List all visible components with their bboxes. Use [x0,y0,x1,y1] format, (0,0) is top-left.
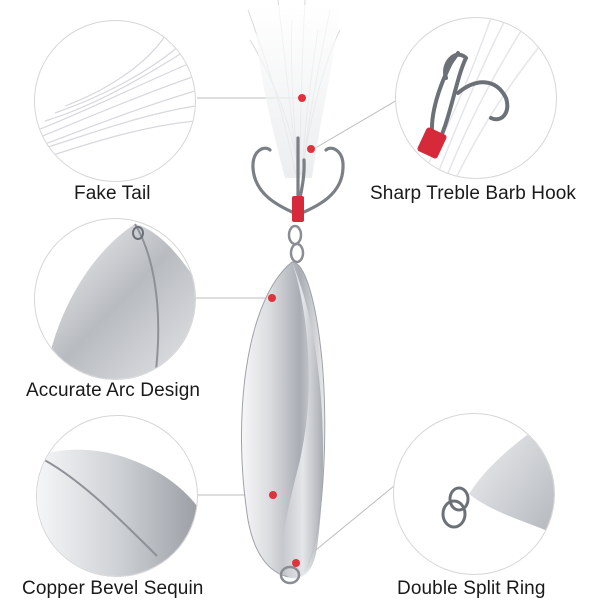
marker-hook [307,145,315,153]
red-thread-wrap [292,196,304,222]
label-copper-bevel-sequin: Copper Bevel Sequin [22,578,204,599]
label-sharp-treble-barb-hook: Sharp Treble Barb Hook [370,183,577,204]
spoon-arc-detail-image [45,223,195,379]
fake-tail-detail-circle [34,20,196,182]
label-accurate-arc-design: Accurate Arc Design [26,380,201,401]
red-dot-markers [268,94,315,567]
marker-sequin [269,491,277,499]
sequin-detail-circle [36,415,198,577]
treble-hook-icon [417,18,547,178]
leader-line-hook [311,95,405,151]
split-ring-detail-circle [393,413,555,575]
sequin-bevel-detail-image [37,449,197,576]
marker-arc [268,294,276,302]
label-fake-tail: Fake Tail [74,183,151,204]
split-ring-detail-image [441,414,554,534]
arc-design-detail-circle [34,218,196,380]
spoon-body [241,261,326,579]
marker-ring [292,559,300,567]
feather-detail-image [35,35,195,162]
marker-fake-tail [298,94,306,102]
label-double-split-ring: Double Split Ring [397,578,546,599]
hook-detail-circle [395,17,557,179]
split-ring [279,565,301,585]
